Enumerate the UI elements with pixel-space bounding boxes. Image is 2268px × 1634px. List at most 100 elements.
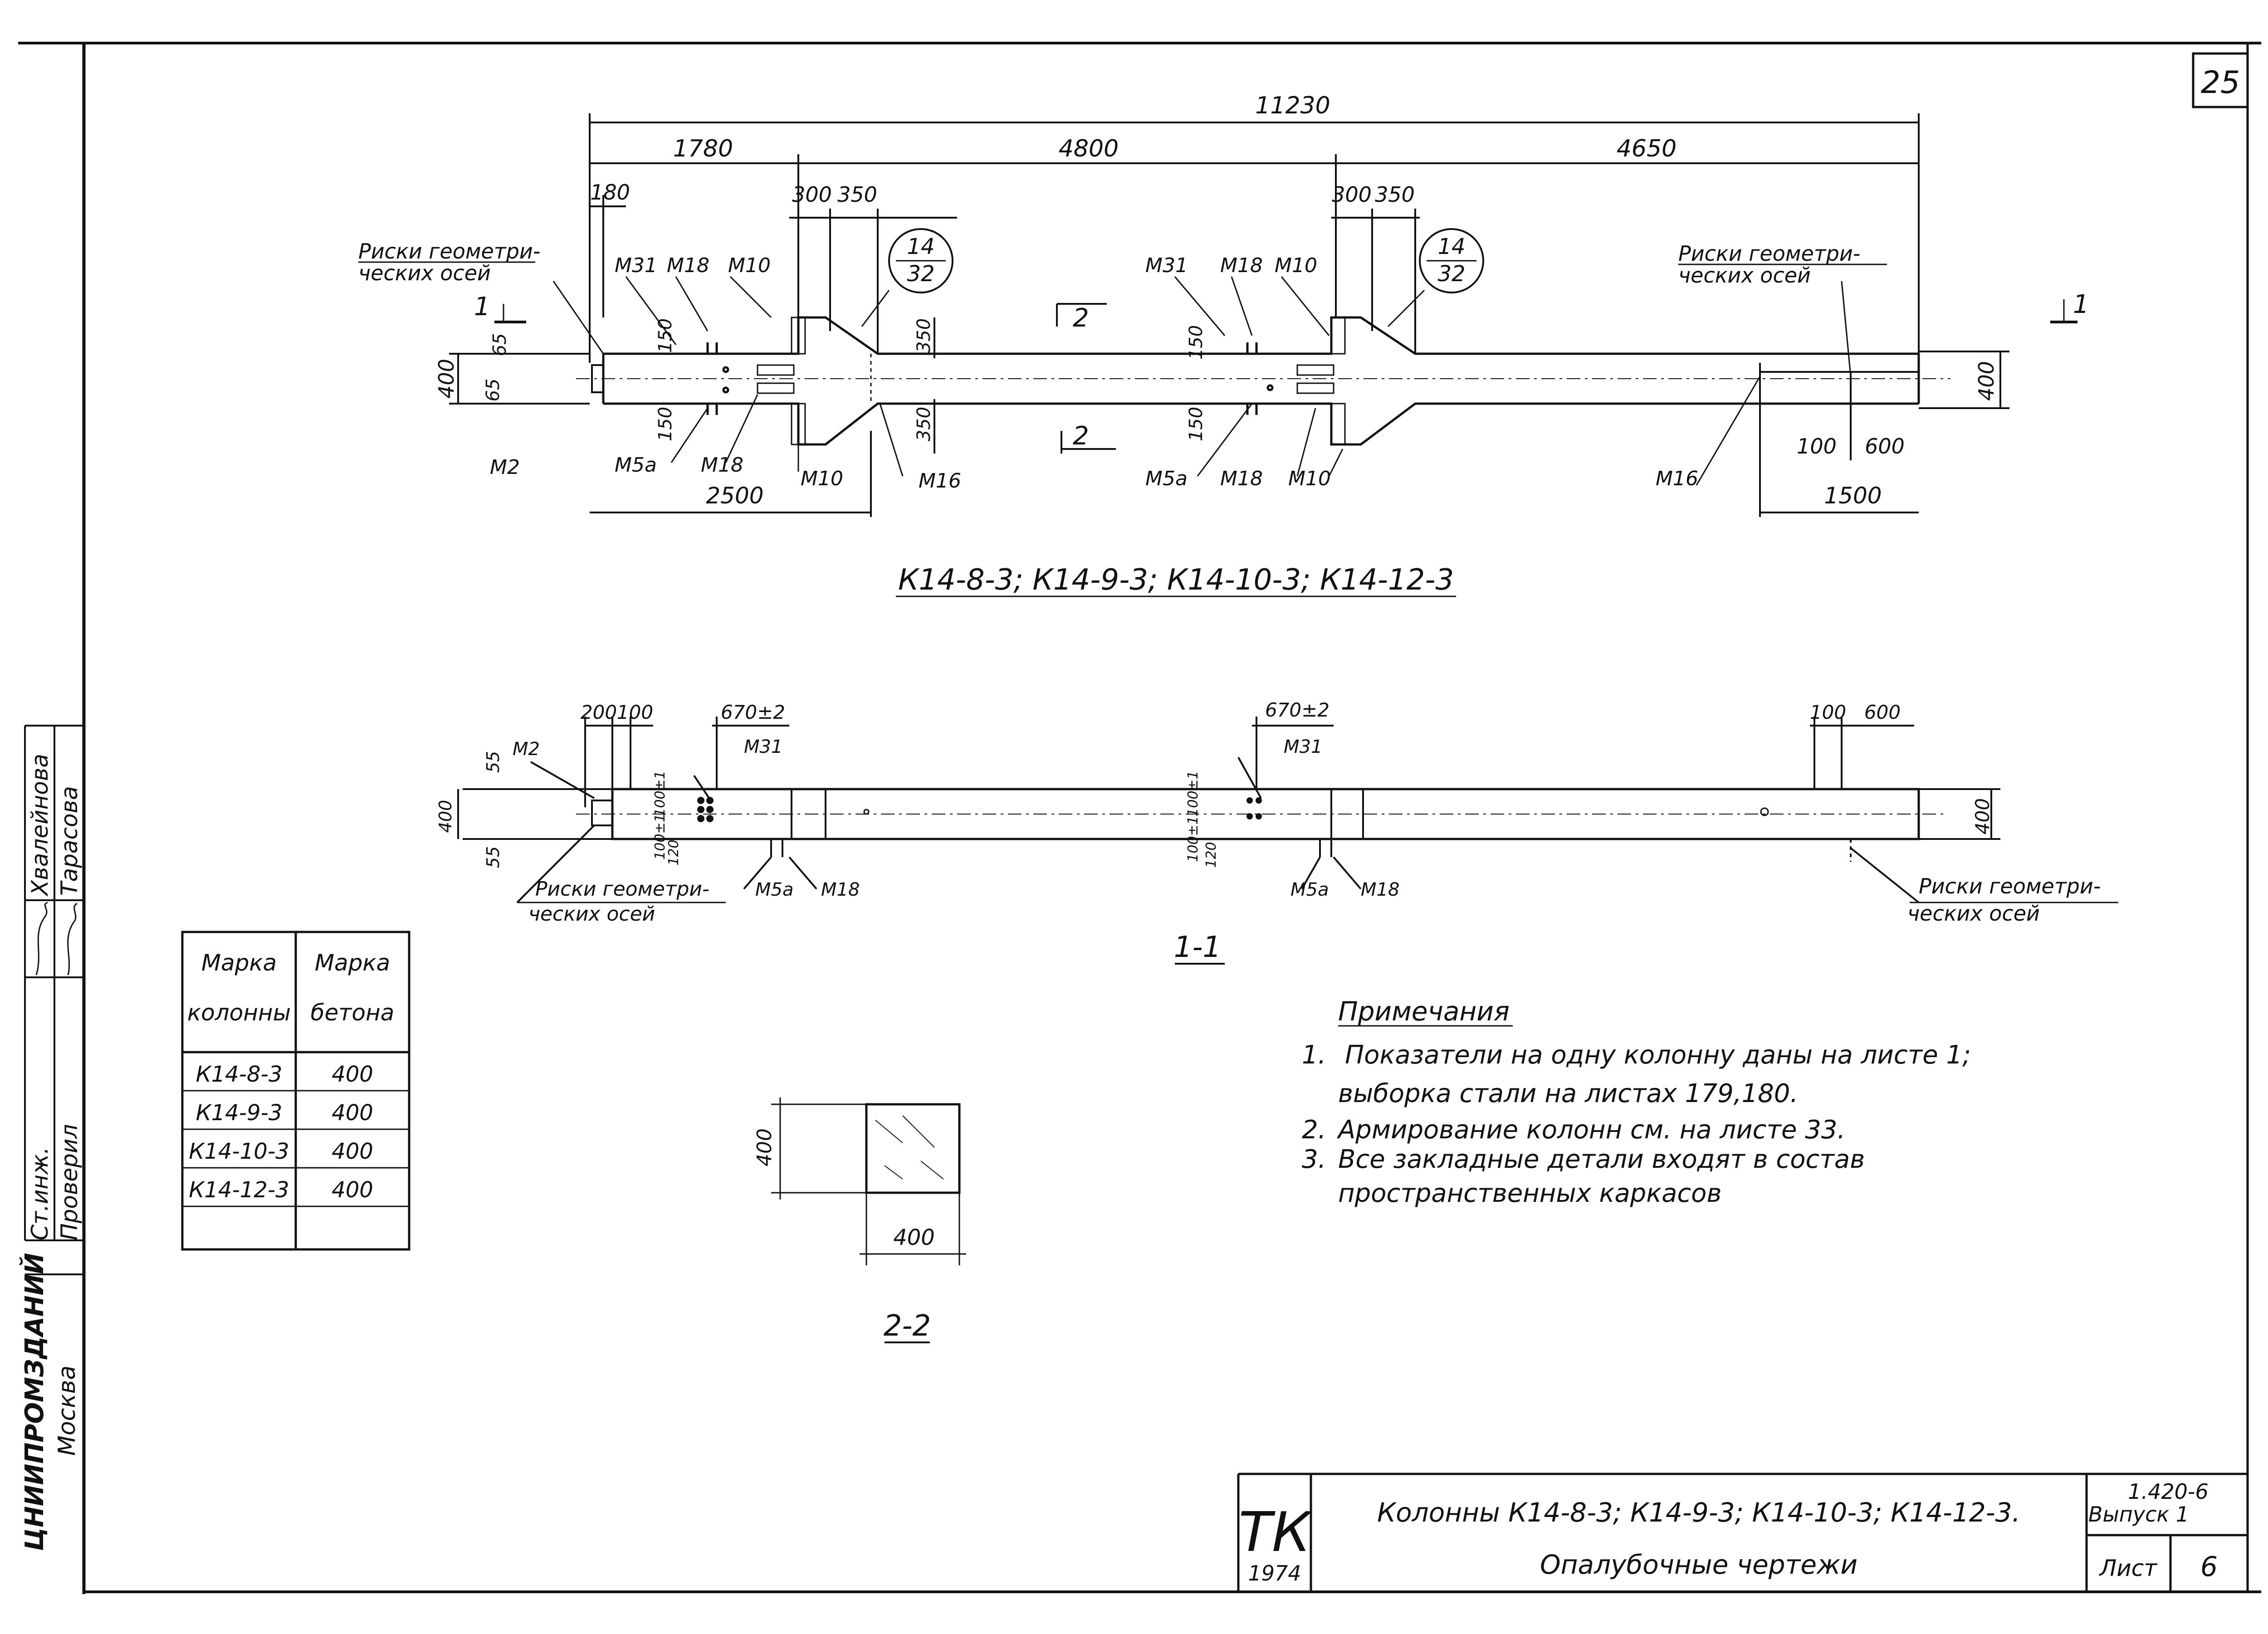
node-ref-2-top: 14 — [1437, 234, 1465, 259]
stamp-name-1: Хвалейнова — [27, 754, 53, 897]
dim-right: 4650 — [1617, 135, 1677, 162]
left-stamp: Ст.инж. Проверил Хвалейнова Тарасова ЦНИ… — [20, 725, 84, 1551]
note-1-num: 1. — [1302, 1040, 1326, 1070]
main-view-title: К14-8-3; К14-9-3; К14-10-3; К14-12-3 — [898, 563, 1454, 597]
section-1-left: 1 — [474, 292, 490, 322]
mark-m18-bm: М18 — [1220, 467, 1263, 490]
v11-axes-note-left-1: Риски геометри- — [535, 878, 709, 901]
view-1-1: 200 100 670±2 670±2 100 600 55 400 55 40… — [435, 699, 2118, 965]
v11-dim-400r: 400 — [1971, 798, 1994, 834]
table-header-col2-line1: Марка — [315, 950, 390, 976]
dim-65a: 65 — [489, 333, 510, 356]
view-1-1-lines — [457, 717, 2000, 903]
node-ref-1: 14 32 — [888, 228, 953, 293]
title-issue: Выпуск 1 — [2088, 1502, 2189, 1527]
v11-mark-m5a-left: М5а — [755, 879, 793, 900]
section-2-2: 400 400 2-2 — [753, 1097, 966, 1343]
note-2-text: Армирование колонн см. на листе 33. — [1337, 1115, 1845, 1145]
axes-note-left-2: ческих осей — [358, 261, 491, 285]
stamp-role-2: Проверил — [56, 1124, 83, 1240]
mark-m31-left: М31 — [615, 254, 657, 277]
v11-dim-670b: 670±2 — [1265, 699, 1330, 721]
note-3-text: Все закладные детали входят в состав — [1338, 1145, 1865, 1174]
v11-title: 1-1 — [1174, 931, 1222, 964]
notes: Примечания 1. Показатели на одну колонну… — [1302, 996, 1971, 1208]
dim-300a: 300 — [792, 182, 832, 207]
dim-left: 1780 — [673, 135, 733, 162]
v11-dim-670a: 670±2 — [721, 701, 785, 723]
main-dimension-lines — [449, 113, 2009, 517]
v11-v100-1d: 100±1 — [1185, 816, 1201, 862]
title-year: 1974 — [1248, 1561, 1301, 1585]
node-ref-2-bottom: 32 — [1437, 261, 1465, 287]
mark-m31-mid: М31 — [1145, 254, 1188, 277]
table-cell-r1c1: К14-8-3 — [196, 1062, 283, 1087]
mark-m16-right: М16 — [1656, 467, 1698, 490]
v11-dim-600r: 600 — [1864, 701, 1901, 723]
stamp-signature-2 — [67, 902, 78, 976]
dim-180: 180 — [590, 180, 630, 205]
v11-v100-1a: 100±1 — [652, 771, 668, 816]
dim-150-lm: 150 — [1186, 407, 1207, 441]
v11-v120b: 120 — [1203, 842, 1219, 868]
table-header-col1-line2: колонны — [187, 1000, 291, 1026]
mark-m10-left: М10 — [728, 254, 771, 277]
dim-150-um: 150 — [1186, 325, 1207, 360]
node-ref-2: 14 32 — [1419, 228, 1484, 293]
v11-mark-m2: М2 — [513, 739, 540, 760]
concrete-table: Марка колонны Марка бетона К14-8-3 400 К… — [181, 931, 411, 1251]
axes-note-left-1: Риски геометри- — [358, 239, 540, 263]
sheet-number: 25 — [2201, 65, 2240, 101]
title-sheet-label: Лист — [2099, 1555, 2158, 1581]
dim-350-up: 350 — [914, 318, 934, 353]
v11-axes-note-left-2: ческих осей — [528, 902, 655, 926]
dim-middle: 4800 — [1059, 135, 1119, 162]
v11-v120a: 120 — [666, 839, 682, 865]
stamp-org-name: ЦНИИПРОМЗДАНИЙ — [20, 1253, 49, 1551]
stamp-role-1: Ст.инж. — [27, 1147, 53, 1240]
node-ref-1-top: 14 — [907, 234, 934, 259]
view-1-1-holes — [697, 797, 1769, 822]
dim-65b: 65 — [483, 379, 503, 402]
dim-600: 600 — [1865, 434, 1905, 458]
table-header-col1-line1: Марка — [201, 950, 277, 976]
v11-dim-55b: 55 — [483, 846, 503, 868]
note-3-num: 3. — [1302, 1145, 1326, 1174]
v11-dim-55: 55 — [483, 751, 503, 773]
v11-axes-note-right-1: Риски геометри- — [1919, 874, 2101, 898]
dim-350-lo: 350 — [914, 407, 934, 441]
dim-300b: 300 — [1332, 182, 1372, 207]
table-cell-r3c2: 400 — [332, 1139, 373, 1164]
dim-1500: 1500 — [1824, 483, 1882, 509]
table-cell-r4c2: 400 — [332, 1177, 373, 1203]
dim-100: 100 — [1797, 434, 1837, 458]
dim-400-left: 400 — [434, 359, 459, 399]
stamp-name-2: Тарасова — [56, 786, 83, 896]
v11-v100-1b: 100±1 — [652, 814, 668, 859]
v11-v100-1c: 100±1 — [1185, 771, 1201, 816]
mark-m2: М2 — [490, 456, 520, 479]
stamp-org-city: Москва — [54, 1366, 81, 1456]
mark-m18-mid: М18 — [1220, 254, 1263, 277]
stamp-signature-1 — [35, 902, 48, 976]
mark-m10-bm: М10 — [1288, 467, 1331, 490]
mark-m16-bl: М16 — [919, 469, 961, 493]
sheet-frame — [18, 42, 2261, 1594]
column-elevation — [576, 316, 1950, 446]
dim-2500: 2500 — [706, 483, 763, 509]
notes-heading: Примечания — [1338, 996, 1510, 1027]
main-view: 14 32 14 32 11230 1780 4800 4650 180 300… — [358, 92, 2089, 597]
sec22-title: 2-2 — [884, 1309, 931, 1343]
title-block: ТК 1974 Колонны К14-8-3; К14-9-3; К14-10… — [1237, 1473, 2248, 1592]
main-leaders — [494, 276, 2077, 486]
section-1-right: 1 — [2073, 290, 2089, 319]
v11-mark-m18-mid: М18 — [1361, 879, 1399, 900]
v11-mark-m18-left: М18 — [821, 879, 860, 900]
note-3b-text: пространственных каркасов — [1338, 1179, 1721, 1208]
mark-m18-left: М18 — [667, 254, 709, 277]
table-cell-r4c1: К14-12-3 — [189, 1177, 289, 1203]
v11-mark-m5a-mid: М5а — [1290, 879, 1329, 900]
dim-150-ll: 150 — [655, 407, 676, 441]
v11-axes-note-right-2: ческих осей — [1907, 901, 2040, 926]
